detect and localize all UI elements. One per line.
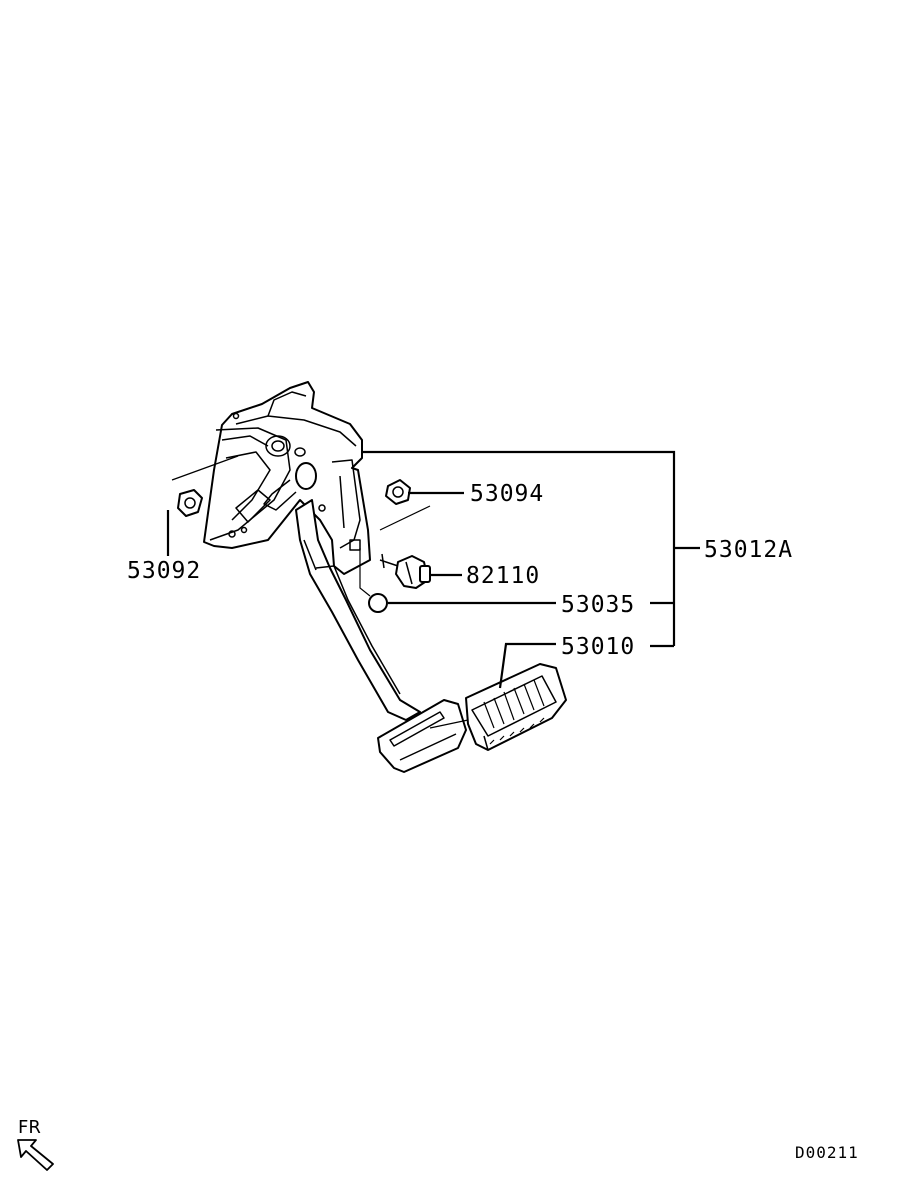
stopper-53035-drawing: [368, 593, 388, 613]
pedal-pad-cover-drawing: [465, 663, 567, 751]
part-label-82110: 82110: [466, 563, 540, 589]
drawing-code: D00211: [795, 1143, 859, 1162]
part-label-53010: 53010: [561, 634, 635, 660]
nut-53094-drawing: [385, 479, 411, 505]
leader-lines: [166, 450, 700, 689]
mounting-lines: [171, 455, 431, 597]
part-label-53012A: 53012A: [704, 537, 793, 563]
part-label-53092: 53092: [127, 558, 201, 584]
front-indicator-label: FR: [18, 1117, 41, 1138]
front-arrow-icon: [17, 1139, 54, 1171]
pedal-plate-drawing: [377, 699, 469, 773]
part-label-53094: 53094: [470, 481, 544, 507]
switch-82110-drawing: [379, 553, 431, 589]
nut-53092-drawing: [177, 489, 203, 517]
pedal-bracket-drawing: [203, 381, 371, 575]
part-label-53035: 53035: [561, 592, 635, 618]
pedal-arm-drawing: [295, 499, 421, 721]
front-indicator: FR: [17, 1117, 54, 1171]
